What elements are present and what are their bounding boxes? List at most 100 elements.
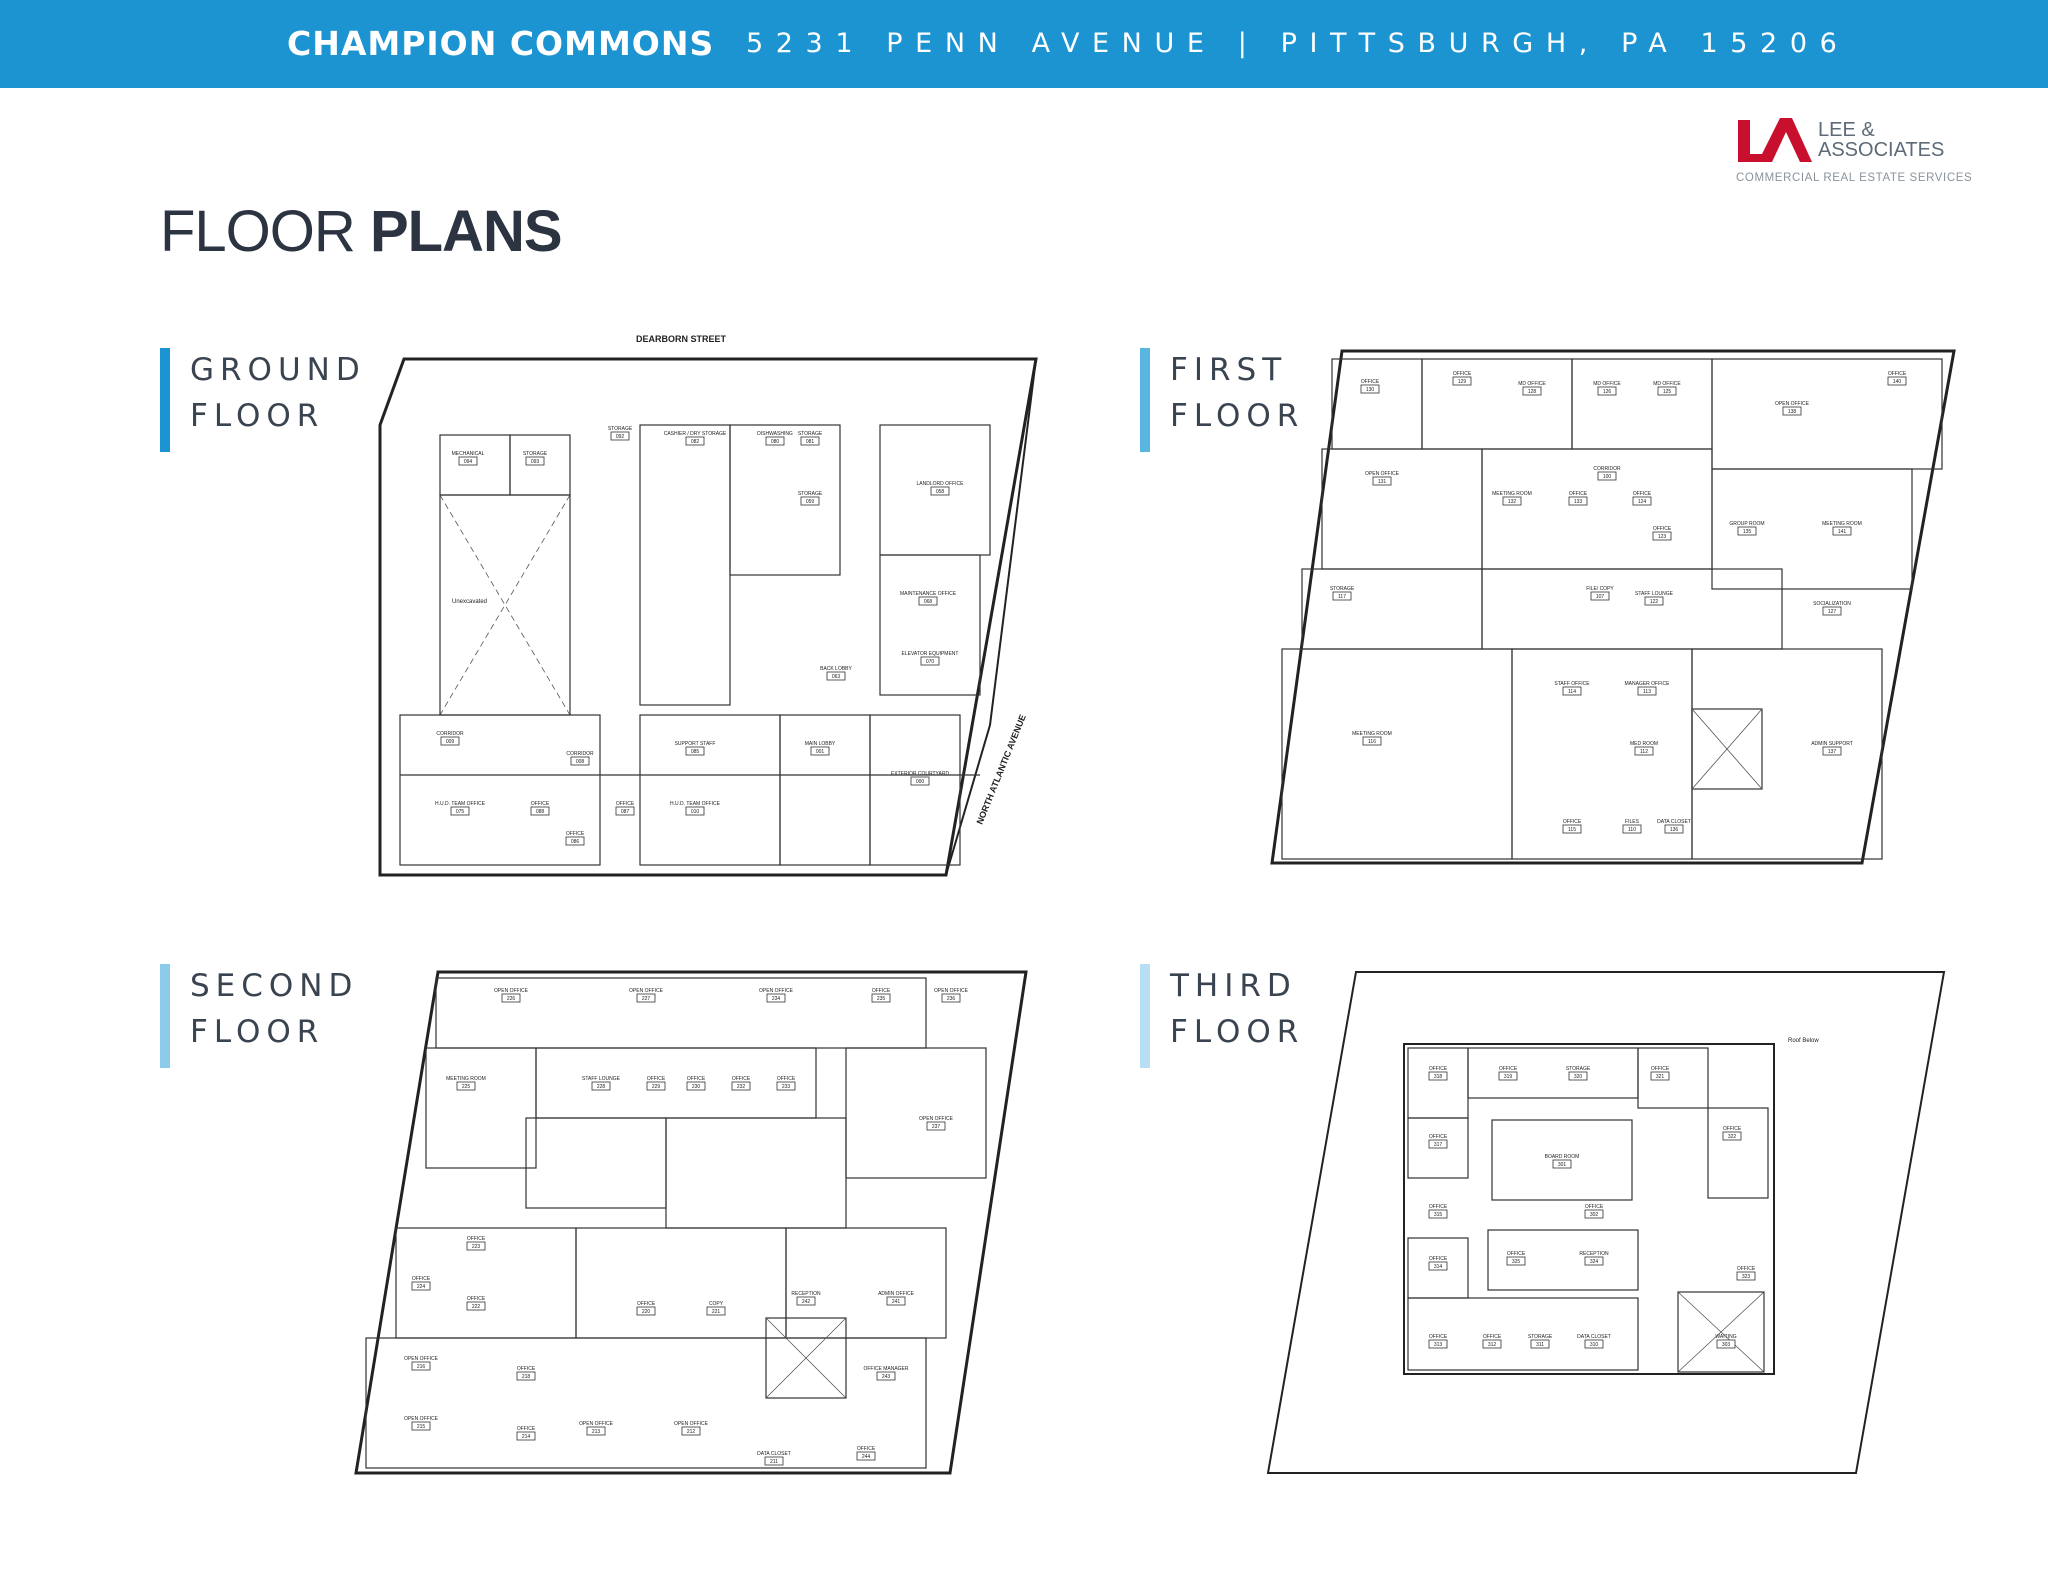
ground-floor-label-bar <box>160 348 170 452</box>
room-number-box <box>681 1426 701 1436</box>
room-number-label: 232 <box>737 1084 746 1090</box>
room-number-label: 212 <box>687 1429 696 1435</box>
room-number-box <box>1552 1159 1572 1169</box>
room-name-label: MD OFFICE <box>1518 381 1546 387</box>
room-number-label: 303 <box>1722 1342 1731 1348</box>
room-name-label: DISHWASHING <box>757 431 793 437</box>
room-number-box <box>1452 376 1472 386</box>
room-number-label: 137 <box>1828 749 1837 755</box>
room-name-label: MEETING ROOM <box>1352 731 1392 737</box>
street-label-north-atlantic: NORTH ATLANTIC AVENUE <box>975 713 1028 826</box>
room-number-box <box>1530 1339 1550 1349</box>
room-name-label: COPY <box>709 1301 724 1307</box>
room-number-box <box>1522 386 1542 396</box>
third-shaft-diag2 <box>1677 1291 1765 1373</box>
room-name-label: OPEN OFFICE <box>579 1421 614 1427</box>
room-number-box <box>1736 1271 1756 1281</box>
room-number-label: 123 <box>1658 534 1667 540</box>
third-roof-outline <box>1266 971 1946 1474</box>
room-name-label: OPEN OFFICE <box>494 988 529 994</box>
room-number-label: 243 <box>882 1374 891 1380</box>
room-number-box <box>411 1361 431 1371</box>
room-name-label: OPEN OFFICE <box>1775 401 1810 407</box>
third-block-318 <box>1407 1047 1469 1119</box>
room-number-box <box>1584 1256 1604 1266</box>
first-block-admin <box>1691 648 1883 860</box>
room-number-label: 323 <box>1742 1274 1751 1280</box>
room-number-box <box>1372 476 1392 486</box>
room-number-label: 235 <box>877 996 886 1002</box>
second-floor-label: SECOND FLOOR <box>190 963 358 1055</box>
room-number-box <box>1332 591 1352 601</box>
room-name-label: OFFICE <box>1453 371 1472 377</box>
room-name-label: OFFICE <box>1888 371 1907 377</box>
room-name-label: OFFICE <box>1507 1251 1526 1257</box>
room-number-label: 058 <box>936 489 945 495</box>
third-floor-plan: Roof Below OFFICE318OFFICE319STORAGE320O… <box>1266 971 1946 1474</box>
room-name-label: FILES <box>1625 819 1640 825</box>
room-name-label: OFFICE <box>1429 1204 1448 1210</box>
room-number-label: 133 <box>1574 499 1583 505</box>
room-number-label: 141 <box>1838 529 1847 535</box>
first-outline <box>1270 349 1956 865</box>
room-number-label: 230 <box>692 1084 701 1090</box>
room-number-box <box>941 993 961 1003</box>
room-name-label: MD OFFICE <box>1653 381 1681 387</box>
room-number-box <box>1498 1071 1518 1081</box>
ground-maintenance-block <box>879 554 981 696</box>
room-number-box <box>1822 606 1842 616</box>
room-number-label: 220 <box>642 1309 651 1315</box>
room-number-label: 216 <box>417 1364 426 1370</box>
room-number-label: 224 <box>417 1284 426 1290</box>
room-name-label: OPEN OFFICE <box>404 1416 439 1422</box>
room-number-label: 081 <box>806 439 815 445</box>
room-name-label: OPEN OFFICE <box>404 1356 439 1362</box>
first-block-w2 <box>1301 568 1483 650</box>
second-floor-label-line1: SECOND <box>190 968 359 1004</box>
first-elevator-shaft <box>1691 708 1763 790</box>
room-number-box <box>1822 746 1842 756</box>
room-number-box <box>570 756 590 766</box>
room-name-label: OFFICE <box>517 1426 536 1432</box>
room-number-box <box>1634 746 1654 756</box>
room-number-label: 319 <box>1504 1074 1513 1080</box>
room-number-box <box>1428 1261 1448 1271</box>
room-name-label: ELEVATOR EQUIPMENT <box>902 651 959 657</box>
room-number-box <box>1562 824 1582 834</box>
third-elevator-shaft <box>1677 1291 1765 1373</box>
room-number-label: 214 <box>522 1434 531 1440</box>
room-name-label: OFFICE <box>1653 526 1672 532</box>
room-number-box <box>766 993 786 1003</box>
room-name-label: OFFICE <box>1429 1066 1448 1072</box>
room-number-label: 093 <box>531 459 540 465</box>
room-name-label: OFFICE <box>857 1446 876 1452</box>
third-block-reception <box>1487 1229 1639 1291</box>
room-name-label: OFFICE <box>467 1296 486 1302</box>
room-number-box <box>796 1296 816 1306</box>
room-number-box <box>1428 1071 1448 1081</box>
room-name-label: H.U.D. TEAM OFFICE <box>435 801 486 807</box>
ground-corridor-block <box>399 714 601 866</box>
room-number-label: 218 <box>522 1374 531 1380</box>
room-number-box <box>458 456 478 466</box>
room-number-box <box>1562 686 1582 696</box>
room-number-box <box>826 671 846 681</box>
first-block-n2 <box>1571 358 1713 450</box>
room-number-label: 223 <box>472 1244 481 1250</box>
ground-room-block-b <box>509 434 571 496</box>
second-elevator-shaft <box>765 1317 847 1399</box>
